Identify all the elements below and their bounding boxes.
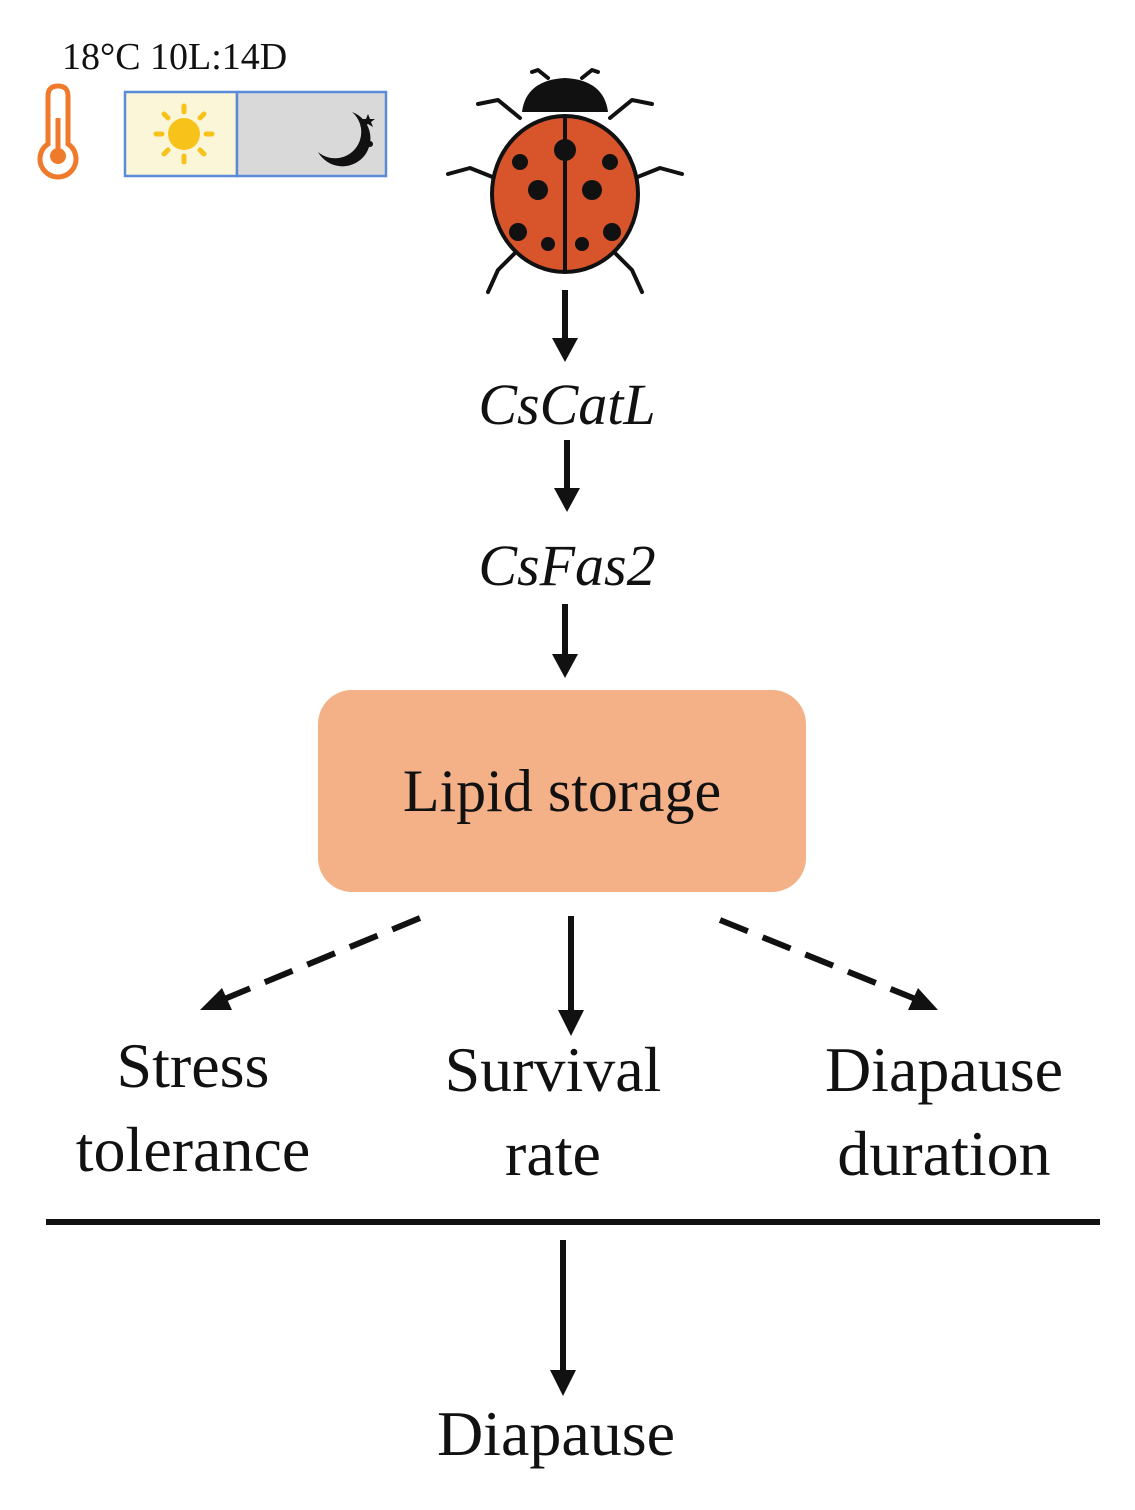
lipid-storage-label: Lipid storage (402, 758, 722, 824)
outcome-stress-tolerance: Stress tolerance (76, 1024, 311, 1192)
outcome-duration-line1: Diapause (824, 1034, 1064, 1105)
arrow-to-stress-tolerance (220, 915, 422, 1003)
outcome-stress-line1: Stress (116, 1030, 270, 1101)
outcome-survival-line1: Survival (444, 1034, 662, 1105)
arrowhead-2 (554, 488, 580, 512)
arrowhead-duration (908, 988, 938, 1010)
gene-csfas2: CsFas2 (478, 533, 656, 598)
final-diapause-label: Diapause (436, 1398, 676, 1469)
ladybird-icon (446, 68, 684, 294)
arrow-to-diapause-duration (718, 917, 920, 1003)
thermometer-icon (37, 83, 79, 180)
outcome-diapause-duration: Diapause duration (825, 1028, 1063, 1196)
arrowhead-1 (552, 338, 578, 362)
arrowhead-3 (552, 654, 578, 678)
moon-stars-icon (318, 112, 375, 167)
arrowhead-final (550, 1370, 576, 1396)
lipid-storage-box: Lipid storage (318, 690, 806, 892)
dark-phase-panel (235, 90, 388, 178)
arrowhead-survival (558, 1010, 584, 1036)
arrowhead-stress (200, 988, 232, 1010)
outcome-survival-line2: rate (505, 1118, 601, 1189)
outcome-stress-line2: tolerance (75, 1114, 311, 1185)
outcome-duration-line2: duration (837, 1118, 1051, 1189)
sun-icon (153, 103, 215, 165)
conditions-label: 18°C 10L:14D (62, 36, 288, 78)
gene-cscatl: CsCatL (478, 372, 656, 437)
outcome-survival-rate: Survival rate (445, 1028, 662, 1196)
